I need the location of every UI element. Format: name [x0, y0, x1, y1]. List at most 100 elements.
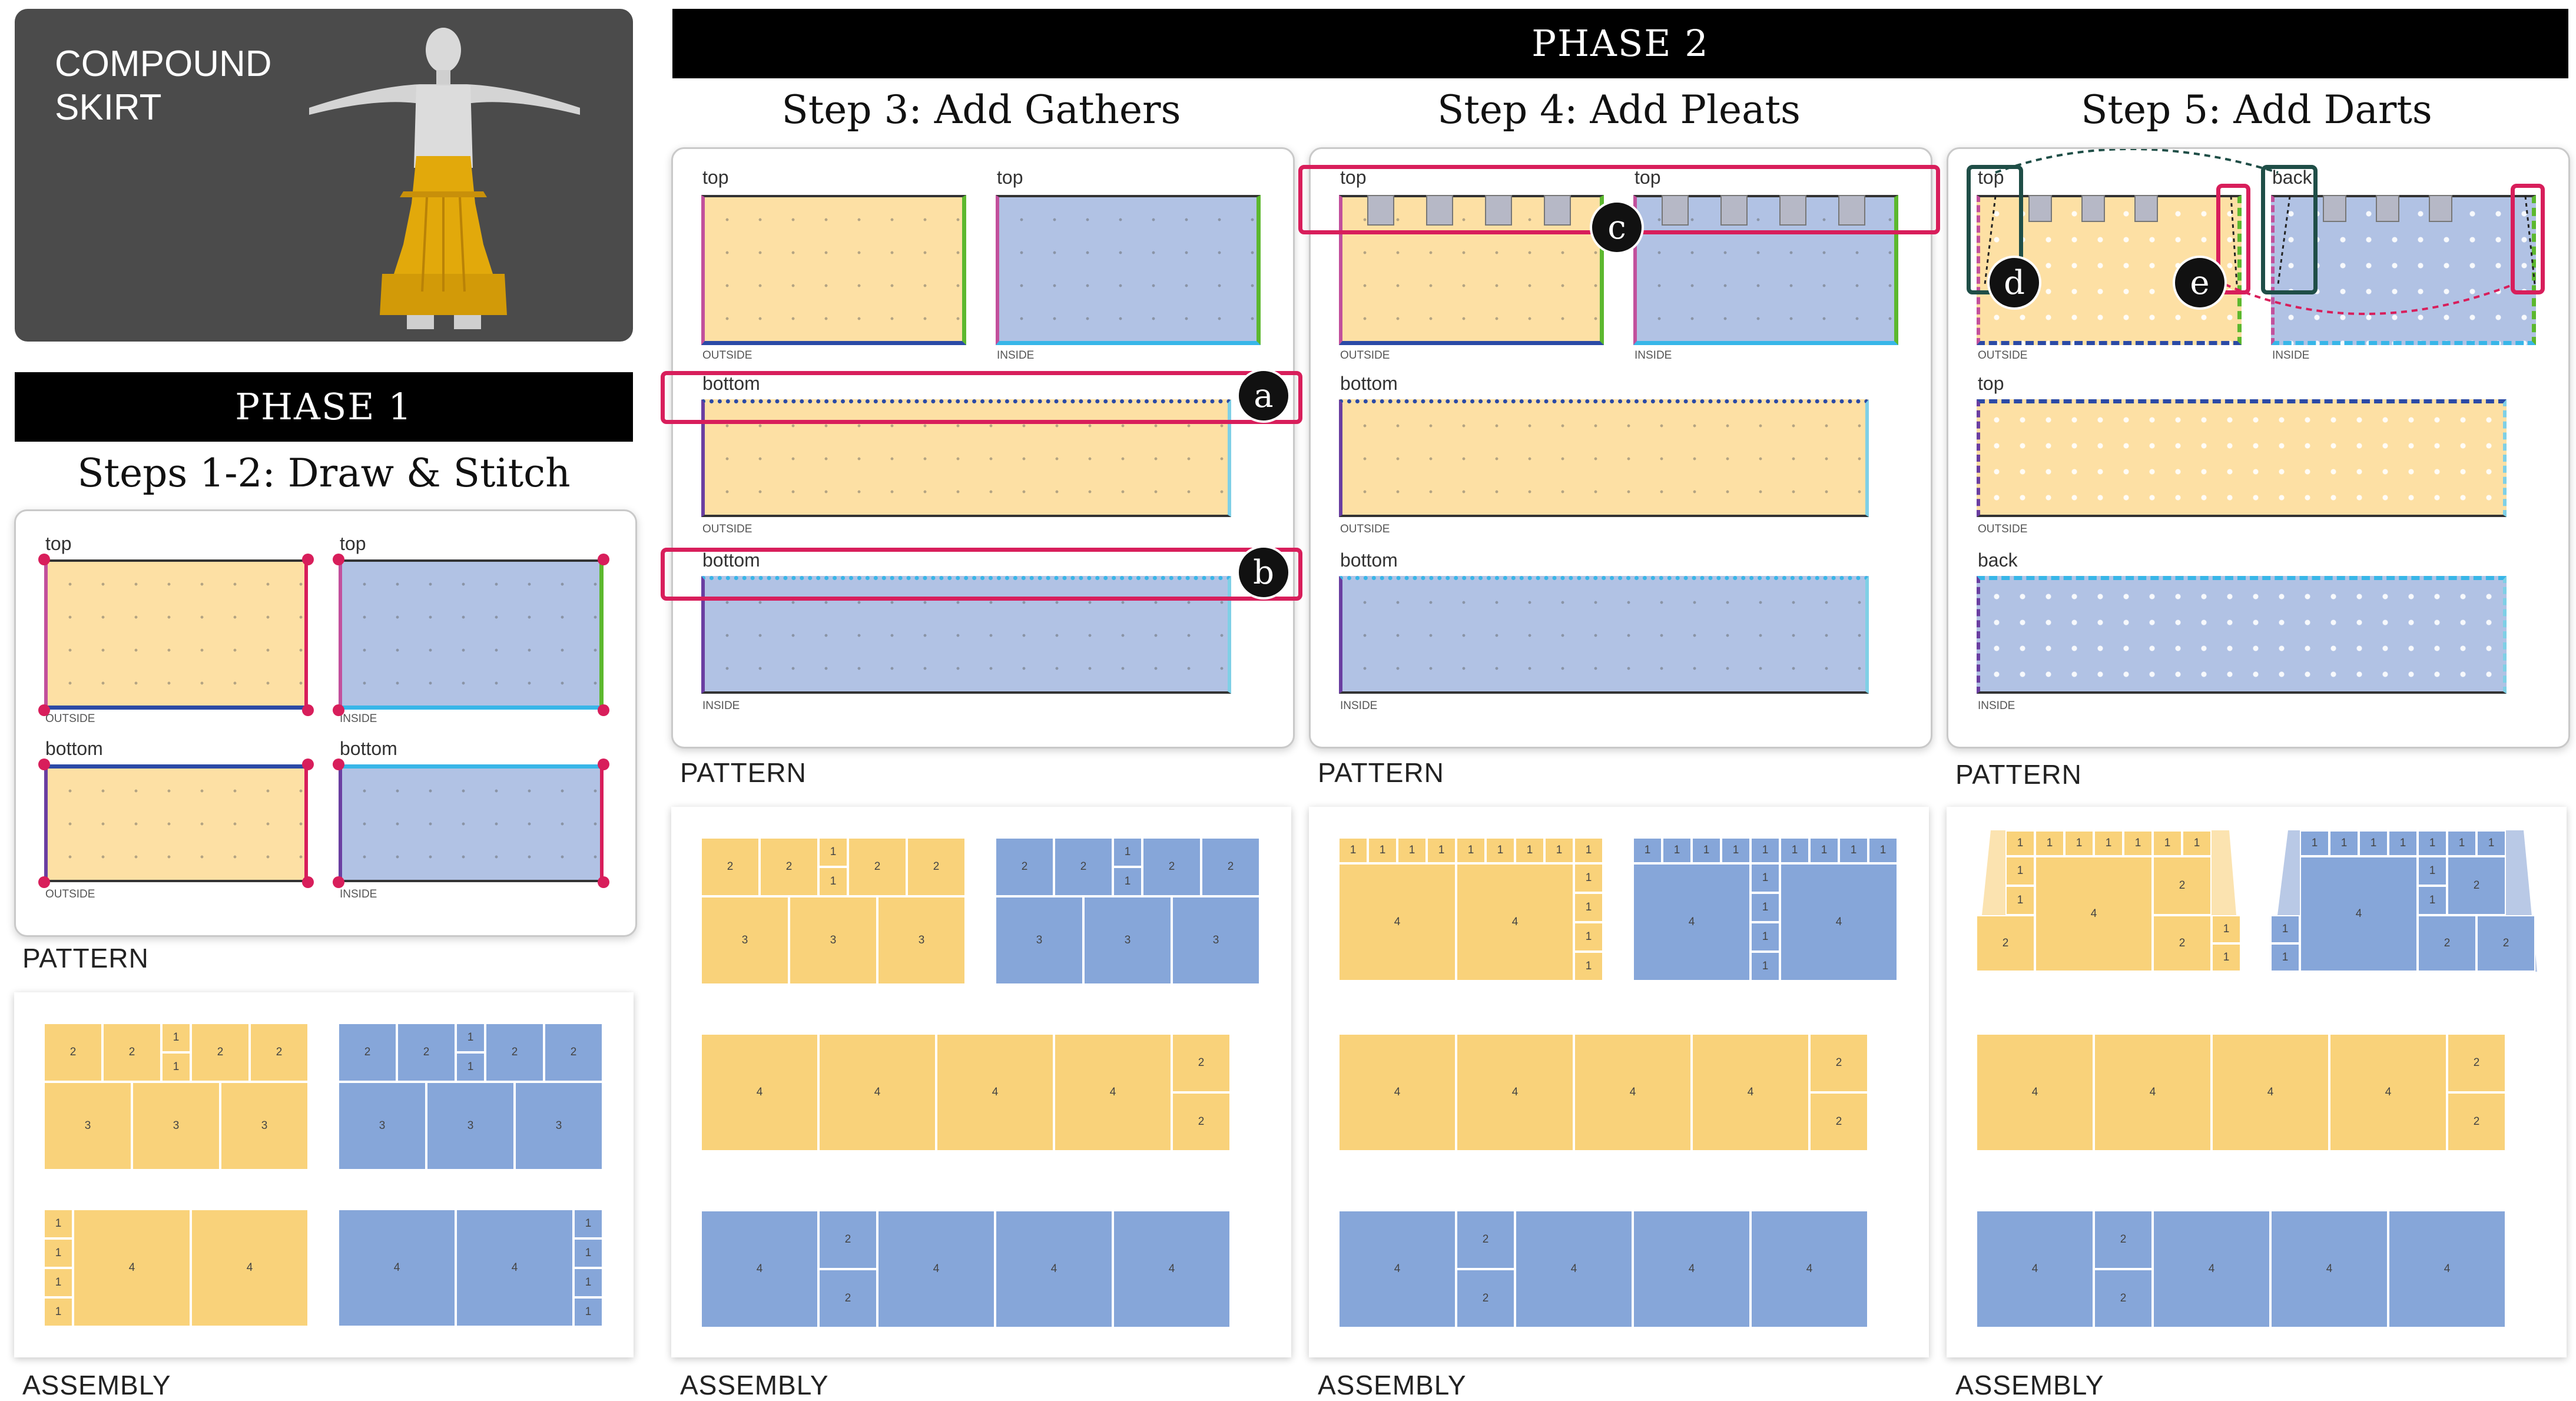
panel-lower-inside[interactable] [1977, 576, 2507, 694]
step3-title: Step 3: Add Gathers [781, 87, 1181, 133]
vertex-handle[interactable] [598, 759, 609, 770]
vertex-handle[interactable] [598, 554, 609, 565]
assembly-label: ASSEMBLY [22, 1370, 171, 1400]
assembly-block: 4 [1338, 863, 1456, 981]
dart-connector-lines [1984, 149, 2536, 315]
assembly-block: 2 [1172, 1092, 1231, 1151]
assembly-block: 1 [2300, 830, 2329, 856]
assembly-block: 3 [877, 896, 966, 985]
assembly-block: 1 [44, 1268, 73, 1297]
assembly-block: 1 [818, 867, 848, 896]
step5-pattern-card: top back OUTSIDE INSIDE top OUTSIDE back… [1947, 147, 2570, 748]
assembly-block: 1 [573, 1209, 603, 1238]
gather-highlight-a [661, 371, 1302, 424]
vertex-handle[interactable] [302, 704, 314, 716]
panel-label-top: top [340, 533, 366, 554]
assembly-block: 4 [2300, 856, 2418, 972]
assembly-block: 1 [2005, 830, 2035, 856]
step4-title: Step 4: Add Pleats [1437, 87, 1801, 133]
assembly-block: 4 [701, 1210, 818, 1328]
panel-bottom-inside[interactable] [1339, 576, 1869, 694]
assembly-block: 3 [132, 1082, 220, 1170]
assembly-block: 1 [2418, 856, 2447, 886]
vertex-handle[interactable] [333, 876, 344, 888]
assembly-block: 2 [2447, 1034, 2506, 1092]
vertex-handle[interactable] [333, 759, 344, 770]
callout-b: b [1236, 545, 1291, 600]
assembly-block: 4 [1054, 1034, 1172, 1151]
panel-bottom-inside[interactable] [339, 764, 604, 882]
panel-label-bottom: bottom [1340, 549, 1398, 571]
assembly-block: 1 [2418, 830, 2447, 856]
assembly-block: 1 [2094, 830, 2123, 856]
assembly-block: 1 [1633, 837, 1662, 863]
assembly-block: 1 [1397, 837, 1427, 863]
assembly-block: 3 [701, 896, 789, 985]
side-label-inside: INSIDE [340, 713, 377, 725]
assembly-block: 3 [515, 1082, 603, 1170]
vertex-handle[interactable] [302, 554, 314, 565]
pleat-fold [1838, 195, 1865, 226]
panel-lower-outside[interactable] [1977, 399, 2507, 517]
panel-top-inside[interactable] [339, 559, 604, 710]
step4-assembly-card: 1 1 1 1 1 1 1 1 1 4 4 1 1 1 1 1 1 1 1 1 … [1309, 807, 1929, 1357]
gather-highlight-b [661, 548, 1302, 601]
panel-bottom-outside[interactable] [1339, 399, 1869, 517]
assembly-block: 1 [2447, 830, 2476, 856]
vertex-handle[interactable] [598, 876, 609, 888]
panel-top-outside[interactable] [701, 195, 966, 345]
assembly-block: 1 [2123, 830, 2153, 856]
assembly-block: 1 [1751, 863, 1780, 893]
vertex-handle[interactable] [302, 759, 314, 770]
side-label-inside: INSIDE [1978, 700, 2015, 712]
panel-label-bottom: bottom [702, 549, 760, 571]
side-label-outside: OUTSIDE [1978, 523, 2028, 535]
vertex-handle[interactable] [38, 704, 50, 716]
panel-top-outside[interactable] [44, 559, 308, 710]
assembly-block: 4 [2035, 856, 2153, 972]
step5-assembly-card: 1 1 1 1 1 1 1 1 1 4 2 2 2 1 1 1 1 1 1 1 … [1947, 807, 2567, 1357]
side-label-inside: INSIDE [997, 349, 1035, 362]
assembly-block: 2 [760, 837, 818, 896]
pattern-label: PATTERN [680, 757, 807, 788]
assembly-block: 1 [2418, 886, 2447, 915]
side-label-inside: INSIDE [340, 888, 377, 900]
vertex-handle[interactable] [598, 704, 609, 716]
pleat-fold [1544, 195, 1571, 226]
vertex-handle[interactable] [38, 876, 50, 888]
panel-label-top: top [997, 167, 1023, 188]
panel-bottom-outside[interactable] [44, 764, 308, 882]
assembly-block: 4 [2153, 1210, 2270, 1328]
assembly-block: 1 [1574, 952, 1603, 981]
assembly-block: 4 [456, 1209, 573, 1327]
assembly-block: 4 [1751, 1210, 1868, 1328]
assembly-label: ASSEMBLY [1318, 1370, 1467, 1400]
assembly-block: 1 [1113, 867, 1142, 896]
vertex-handle[interactable] [302, 876, 314, 888]
assembly-block: 2 [2418, 915, 2476, 972]
assembly-block: 1 [1751, 952, 1780, 981]
vertex-handle[interactable] [333, 704, 344, 716]
assembly-block: 1 [1486, 837, 1515, 863]
assembly-label: ASSEMBLY [680, 1370, 829, 1400]
panel-top-inside[interactable] [996, 195, 1261, 345]
vertex-handle[interactable] [333, 554, 344, 565]
assembly-block: 2 [818, 1210, 877, 1269]
assembly-block: 3 [426, 1082, 515, 1170]
vertex-handle[interactable] [38, 554, 50, 565]
pleat-fold [1662, 195, 1689, 226]
assembly-block: 1 [573, 1238, 603, 1268]
panel-bottom-outside[interactable] [701, 399, 1231, 517]
assembly-block: 4 [1338, 1034, 1456, 1151]
phase1-step-title: Steps 1-2: Draw & Stitch [77, 451, 571, 496]
assembly-block: 1 [2359, 830, 2388, 856]
assembly-block: 1 [1780, 837, 1809, 863]
assembly-block: 1 [1868, 837, 1898, 863]
vertex-handle[interactable] [38, 759, 50, 770]
assembly-block: 4 [1113, 1210, 1231, 1328]
assembly-block: 4 [2212, 1034, 2329, 1151]
assembly-block: 4 [1574, 1034, 1692, 1151]
pleat-fold [2081, 195, 2105, 222]
panel-label-bottom: bottom [340, 738, 397, 759]
panel-bottom-inside[interactable] [701, 576, 1231, 694]
